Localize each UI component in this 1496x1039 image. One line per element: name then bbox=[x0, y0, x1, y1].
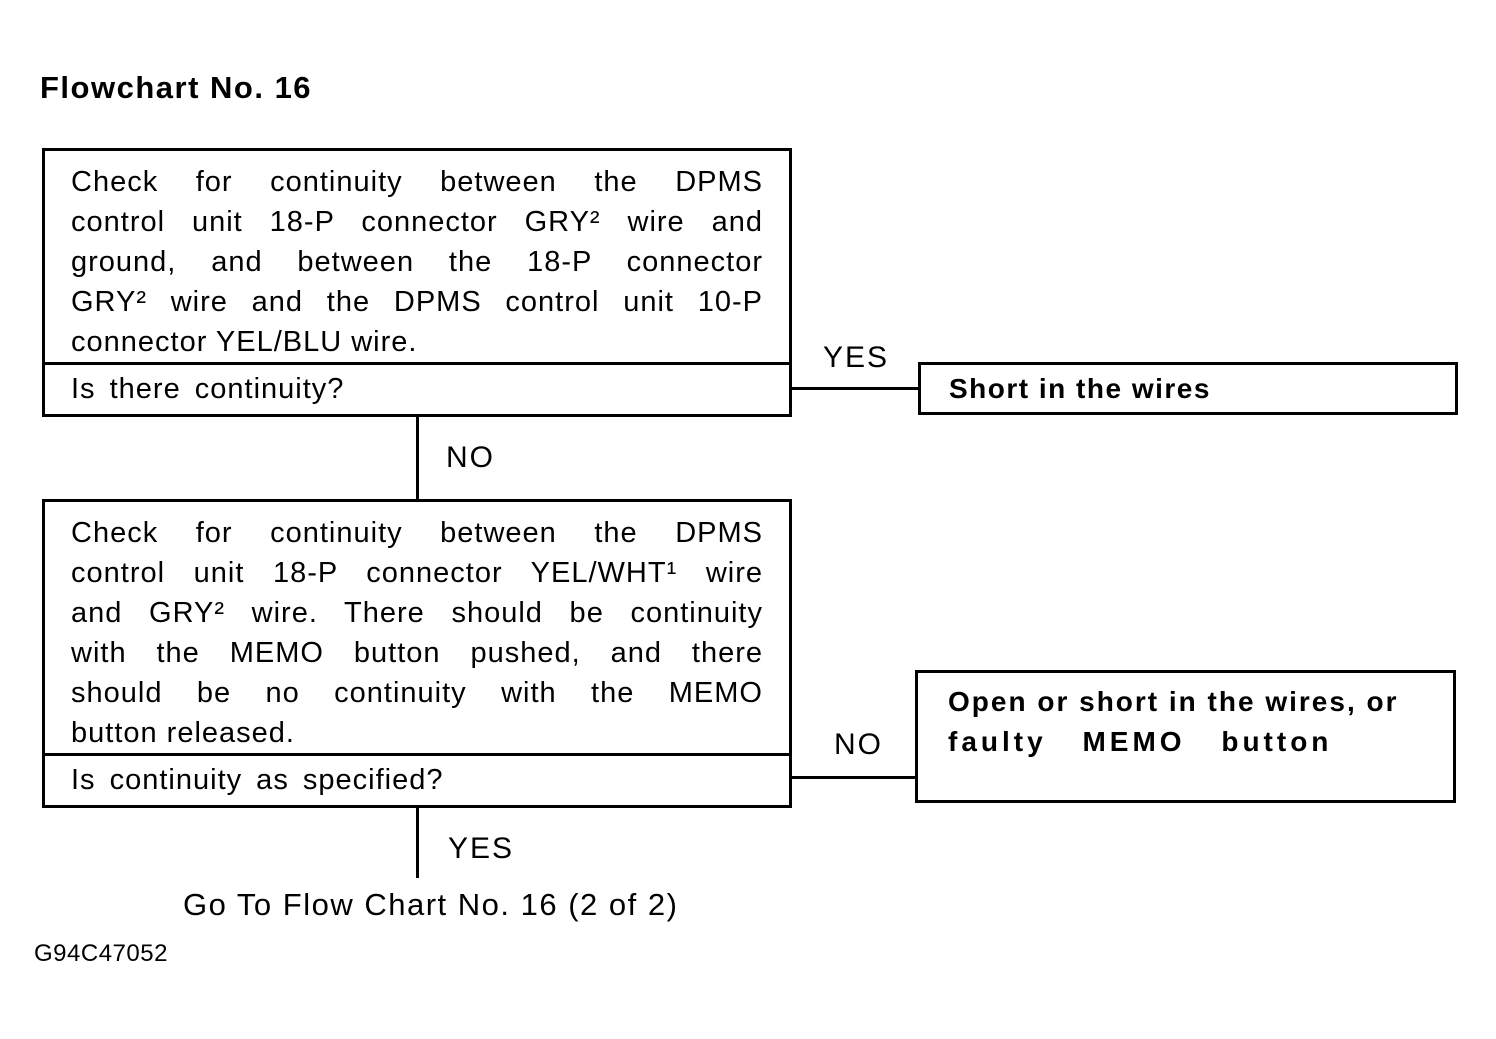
step2-instruction-line: and GRY² wire. There should be continuit… bbox=[71, 597, 763, 629]
step1-process-box: Check for continuity between the DPMS co… bbox=[42, 148, 792, 417]
step1-no-connector-line bbox=[416, 414, 419, 499]
figure-code: G94C47052 bbox=[34, 940, 168, 967]
step1-instruction-text: Check for continuity between the DPMS co… bbox=[45, 151, 789, 362]
step1-instruction-line: Check for continuity between the DPMS bbox=[71, 166, 763, 198]
step2-instruction-line: button released. bbox=[71, 717, 295, 749]
page-title: Flowchart No. 16 bbox=[40, 70, 313, 105]
step1-question: Is there continuity? bbox=[45, 362, 789, 414]
step1-yes-result-box: Short in the wires bbox=[918, 362, 1458, 415]
step2-no-connector-line bbox=[790, 776, 915, 779]
goto-next-chart-text: Go To Flow Chart No. 16 (2 of 2) bbox=[183, 887, 679, 922]
step2-instruction-line: should be no continuity with the MEMO bbox=[71, 677, 763, 709]
step1-instruction-line: GRY² wire and the DPMS control unit 10-P bbox=[71, 286, 763, 318]
step2-instruction-line: with the MEMO button pushed, and there bbox=[71, 637, 763, 669]
step2-instruction-line: control unit 18-P connector YEL/WHT¹ wir… bbox=[71, 557, 763, 589]
step2-no-label: NO bbox=[834, 728, 883, 761]
step2-yes-connector-line bbox=[416, 806, 419, 878]
step2-no-result-line: faulty MEMO button bbox=[948, 726, 1333, 757]
step1-yes-label: YES bbox=[823, 341, 890, 374]
step2-process-box: Check for continuity between the DPMS co… bbox=[42, 499, 792, 808]
step2-instruction-text: Check for continuity between the DPMS co… bbox=[45, 502, 789, 753]
step2-instruction-line: Check for continuity between the DPMS bbox=[71, 517, 763, 549]
step1-instruction-line: connector YEL/BLU wire. bbox=[71, 326, 418, 358]
step2-question: Is continuity as specified? bbox=[45, 753, 789, 805]
step1-no-label: NO bbox=[446, 441, 495, 474]
step1-yes-connector-line bbox=[790, 387, 918, 390]
step1-instruction-line: ground, and between the 18-P connector bbox=[71, 246, 763, 278]
step2-no-result-box: Open or short in the wires, or faulty ME… bbox=[915, 670, 1456, 803]
step1-instruction-line: control unit 18-P connector GRY² wire an… bbox=[71, 206, 763, 238]
step2-yes-label: YES bbox=[448, 832, 515, 865]
step2-no-result-line: Open or short in the wires, or bbox=[948, 686, 1399, 717]
